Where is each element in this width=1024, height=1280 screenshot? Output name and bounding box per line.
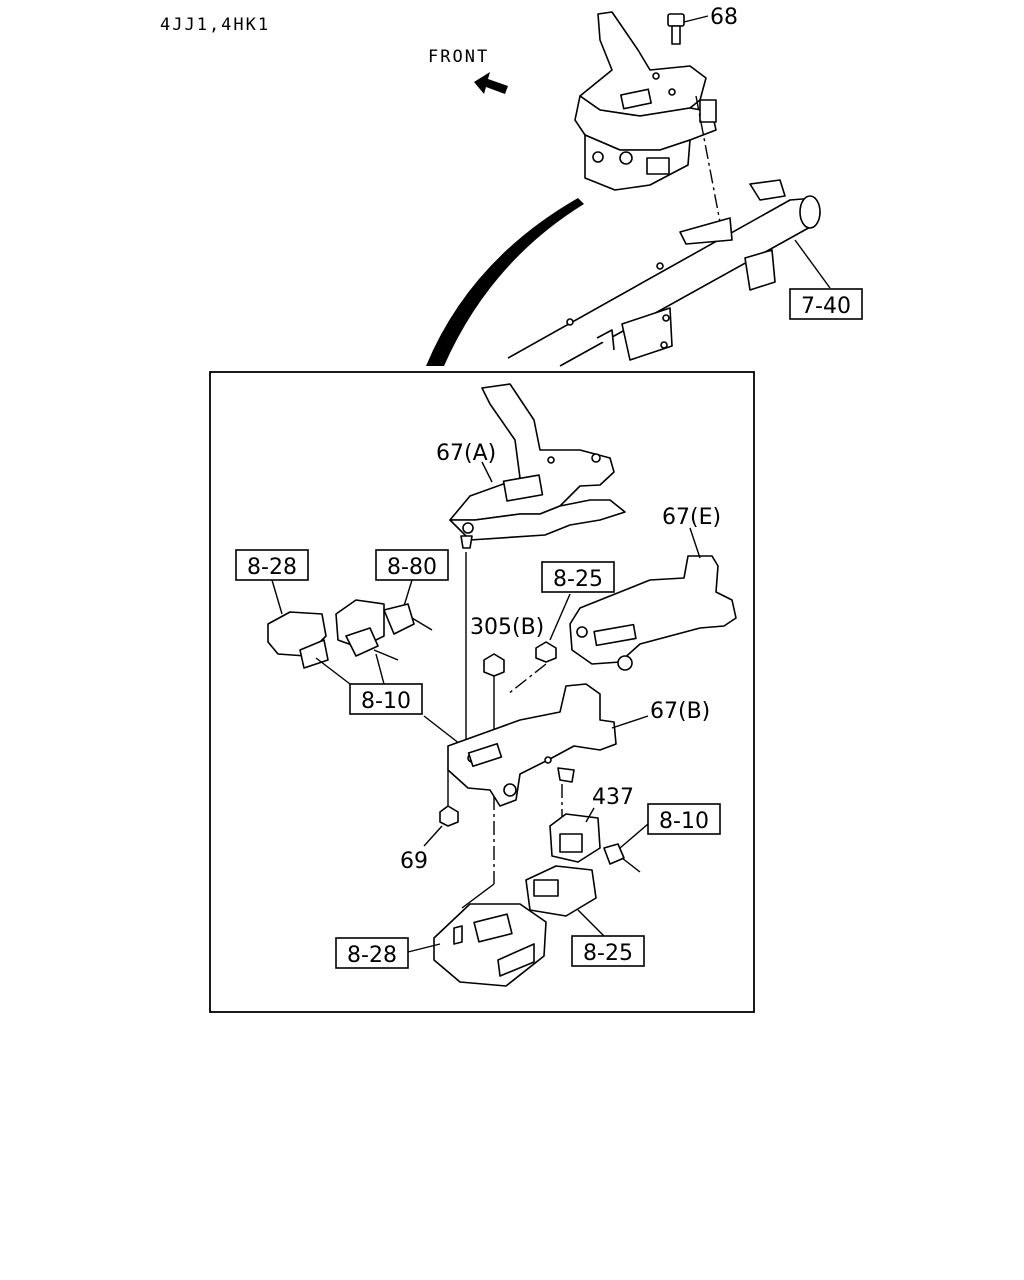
ref-box-8-25-bottom: [571, 935, 645, 967]
ref-box-8-10-right: [647, 803, 721, 835]
bolt-68: [667, 13, 709, 45]
ref-8-25-top: 8-25: [553, 567, 603, 592]
ref-8-80: 8-80: [387, 555, 437, 580]
detail-pointer: [426, 198, 584, 366]
ref-box-8-80: [375, 549, 449, 581]
cross-member-tube: [507, 179, 821, 367]
bracket-67e: [569, 555, 737, 671]
ref-67a: 67(A): [436, 441, 496, 466]
ref-8-28-top: 8-28: [247, 555, 297, 580]
ref-box-8-28-bottom: [335, 937, 409, 969]
ref-8-25-bottom: 8-25: [583, 941, 633, 966]
ref-8-28-bottom: 8-28: [347, 943, 397, 968]
relay-437: [549, 813, 641, 873]
nut-305b-right: [535, 641, 557, 663]
screw-67a: [460, 535, 473, 549]
bracket-67b: [447, 683, 617, 807]
ref-69: 69: [400, 849, 428, 874]
nut-305b-left: [483, 653, 505, 677]
ref-67e: 67(E): [662, 505, 721, 530]
ref-box-8-10-left: [349, 683, 423, 715]
control-module-8-28: [433, 903, 547, 987]
bracket-67a: [449, 383, 626, 541]
ref-box-7-40: [789, 288, 863, 320]
engine-code-label: 4JJ1,4HK1: [160, 15, 270, 35]
ref-box-8-25-top: [541, 561, 615, 593]
nut-69: [439, 805, 459, 827]
ref-8-10-left: 8-10: [361, 689, 411, 714]
ref-68: 68: [710, 5, 738, 30]
bolt-68-leader: [695, 95, 721, 223]
relay-8-25-bottom: [525, 865, 597, 917]
detail-frame: [209, 371, 755, 1013]
ref-box-8-28-top: [235, 549, 309, 581]
ref-437: 437: [592, 785, 634, 810]
ref-67b: 67(B): [650, 699, 710, 724]
relay-8-80: [335, 599, 433, 661]
front-arrow-icon: [474, 72, 508, 94]
ref-7-40: 7-40: [801, 294, 851, 319]
ref-305b: 305(B): [470, 615, 544, 640]
front-label: FRONT: [428, 47, 489, 67]
relay-8-28-top: [267, 611, 329, 669]
ref-8-10-right: 8-10: [659, 809, 709, 834]
upper-bracket-assembly: [574, 11, 717, 191]
tube-leader: [794, 239, 831, 289]
